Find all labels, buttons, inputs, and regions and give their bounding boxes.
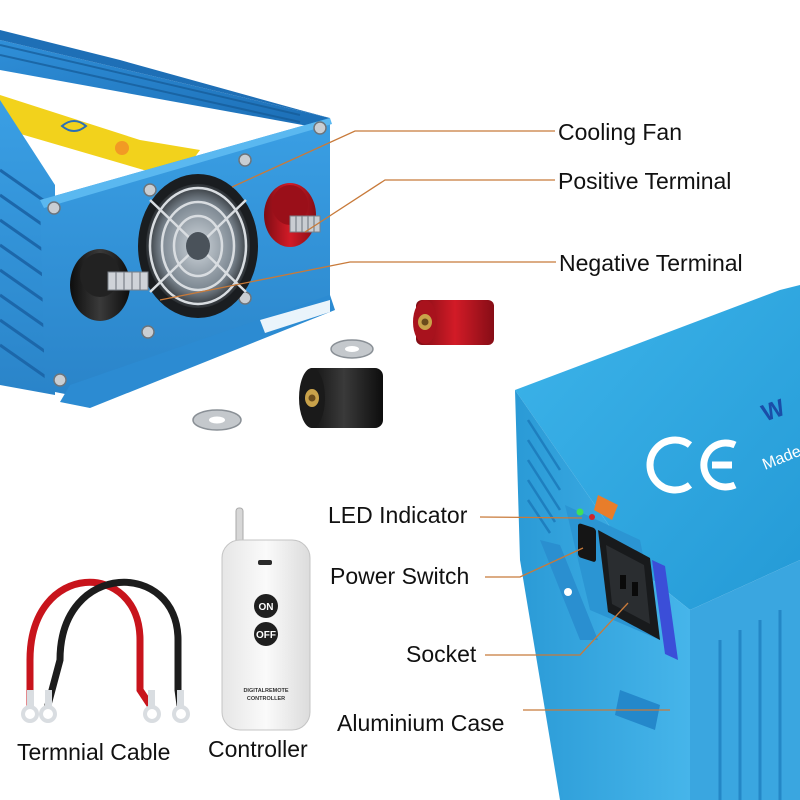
- negative-terminal: [70, 249, 149, 321]
- svg-text:ON: ON: [259, 602, 274, 613]
- terminal-cables: [26, 578, 184, 709]
- inverter-rear-view: [0, 30, 335, 408]
- leader-lines: [159, 130, 670, 711]
- positive-terminal-leader: [304, 179, 555, 233]
- power-switch: [578, 523, 596, 562]
- on-button: [254, 594, 278, 618]
- power-switch-leader: [485, 547, 584, 578]
- cable-lugs: [21, 690, 190, 723]
- svg-text:OFF: OFF: [256, 630, 276, 641]
- remote-caption-2: CONTROLLER: [247, 696, 285, 702]
- power-socket: [598, 530, 660, 640]
- remote-caption-1: DIGITALREMOTE: [243, 688, 288, 694]
- socket-label: Socket: [406, 641, 477, 667]
- off-button: [254, 622, 278, 646]
- black-terminal-cap: [299, 368, 383, 428]
- positive-terminal-label: Positive Terminal: [558, 168, 732, 194]
- socket-leader: [485, 602, 629, 656]
- black-cable: [44, 578, 184, 709]
- negative-terminal-leader: [159, 261, 556, 301]
- remote-controller: ON OFF DIGITALREMOTE CONTROLLER: [221, 507, 311, 731]
- cooling-fan: [138, 174, 258, 318]
- ce-mark: [646, 436, 737, 494]
- led-indicator-leader: [479, 516, 583, 519]
- terminal-cable-label: Termnial Cable: [17, 739, 171, 765]
- red-terminal-cap: [413, 300, 494, 345]
- spare-terminal-parts: [192, 300, 494, 431]
- inverter-front-view: Made in China W: [515, 285, 800, 800]
- led-indicator: [576, 508, 584, 516]
- led-indicator-label: LED Indicator: [328, 502, 468, 528]
- aluminium-case-label: Aluminium Case: [337, 710, 505, 736]
- cooling-fan-leader: [231, 130, 555, 188]
- negative-terminal-label: Negative Terminal: [559, 250, 743, 276]
- sticker: [0, 95, 200, 180]
- red-cable: [26, 578, 154, 709]
- power-switch-label: Power Switch: [330, 563, 470, 589]
- controller-label: Controller: [208, 736, 308, 762]
- cooling-fan-label: Cooling Fan: [558, 119, 683, 145]
